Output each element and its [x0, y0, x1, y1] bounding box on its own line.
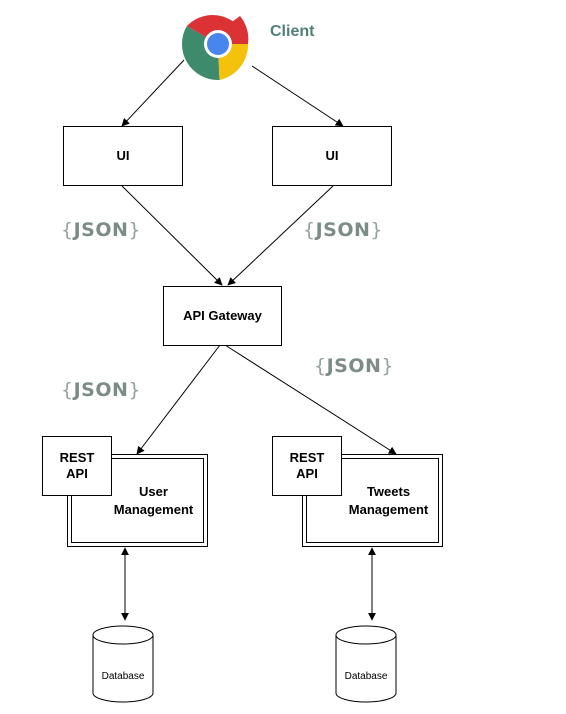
ui-right-label: UI — [325, 147, 339, 163]
arrow-client-to-ui-left — [121, 59, 185, 127]
json-label-2: {JSON} — [303, 219, 383, 241]
user-rest-api-box: REST API — [42, 436, 112, 496]
user-management-line2: Management — [113, 501, 194, 517]
chrome-browser-icon — [181, 15, 249, 81]
database-left-label: Database — [102, 671, 145, 682]
database-right-label: Database — [345, 671, 388, 682]
tweets-rest-api-line1: REST — [289, 449, 325, 465]
tweets-rest-api-line2: API — [296, 466, 318, 481]
json-label-3: {JSON} — [314, 355, 394, 377]
arrow-ui-left-to-gateway — [121, 185, 223, 286]
json-label-4: {JSON} — [61, 379, 141, 401]
arrow-gateway-to-user — [136, 344, 221, 455]
tweets-management-service: Tweets Management — [302, 454, 443, 547]
arrow-client-to-ui-right — [251, 65, 344, 127]
arrow-gateway-to-tweets — [224, 344, 397, 455]
tweets-rest-api-box: REST API — [272, 436, 342, 496]
user-rest-api-line2: API — [66, 466, 88, 481]
tweets-management-line1: Tweets — [366, 483, 411, 499]
ui-left-label: UI — [116, 147, 130, 163]
tweets-management-line2: Management — [348, 501, 429, 517]
user-rest-api-line1: REST — [59, 449, 95, 465]
client-label: Client — [270, 23, 315, 40]
json-label-1: {JSON} — [61, 219, 141, 241]
api-gateway-label: API Gateway — [183, 307, 262, 323]
user-management-line1: User — [139, 483, 168, 499]
ui-left-box: UI — [63, 126, 183, 186]
database-left: Database — [92, 625, 154, 703]
database-right: Database — [335, 625, 397, 703]
user-management-service: User Management — [67, 454, 208, 547]
ui-right-box: UI — [272, 126, 392, 186]
arrow-ui-right-to-gateway — [227, 185, 334, 286]
api-gateway-box: API Gateway — [163, 286, 282, 346]
